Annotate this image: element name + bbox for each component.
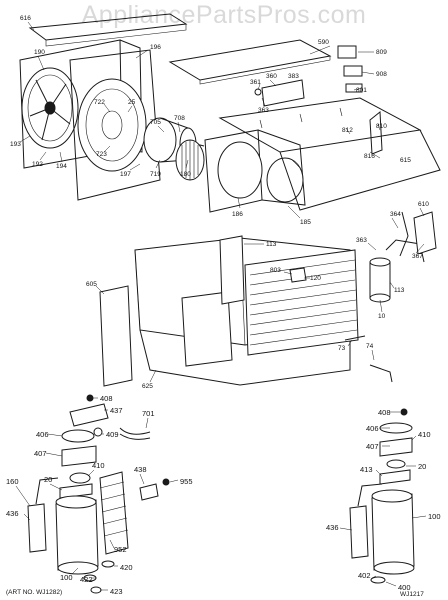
- label-437: 437: [110, 406, 123, 415]
- label-407-left: 407: [34, 449, 47, 458]
- label-952: 952: [114, 545, 127, 554]
- coil-icon: [244, 249, 359, 356]
- capacitor-icon: [369, 211, 437, 303]
- label-610: 610: [418, 201, 429, 208]
- label-408-left: 408: [100, 394, 113, 403]
- label-423: 423: [110, 587, 123, 596]
- label-615: 615: [400, 157, 411, 164]
- label-406-left: 406: [36, 430, 49, 439]
- label-605: 605: [86, 281, 97, 288]
- label-186: 186: [232, 211, 243, 218]
- label-406-right: 406: [366, 424, 379, 433]
- label-723: 723: [96, 151, 107, 158]
- label-73: 73: [338, 345, 346, 352]
- label-190: 190: [34, 49, 45, 56]
- label-409: 409: [106, 430, 119, 439]
- label-420: 420: [120, 563, 133, 572]
- label-816: 816: [364, 153, 375, 160]
- label-590: 590: [318, 39, 329, 46]
- label-10: 10: [378, 313, 386, 320]
- top-panel-616: [28, 13, 188, 47]
- leader-lines: [15, 21, 427, 591]
- art-number-left: (ART NO. WJ1282): [6, 589, 62, 596]
- label-410-right: 410: [418, 430, 431, 439]
- label-193: 193: [10, 141, 21, 148]
- label-809: 809: [376, 49, 387, 56]
- label-20-right: 20: [418, 462, 426, 471]
- partition-panel: [181, 235, 245, 367]
- label-194: 194: [56, 163, 67, 170]
- label-408-right: 408: [378, 408, 391, 417]
- compressor-left-parts: [59, 394, 151, 499]
- label-360: 360: [266, 73, 277, 80]
- label-413: 413: [360, 465, 373, 474]
- label-196: 196: [150, 44, 161, 51]
- condenser-fan-housing: [69, 49, 161, 201]
- label-616: 616: [20, 15, 31, 22]
- label-160: 160: [6, 477, 19, 486]
- watermark: AppliancePartsPros.com: [81, 1, 367, 29]
- compressor-icon: [27, 471, 170, 594]
- label-407-right: 407: [366, 442, 379, 451]
- label-402: 402: [358, 571, 371, 580]
- compressor-icon-right: [349, 483, 415, 584]
- label-25: 25: [128, 99, 136, 106]
- label-113-right: 113: [394, 287, 405, 294]
- label-438: 438: [134, 465, 147, 474]
- label-625: 625: [142, 383, 153, 390]
- compressor-right-parts: [379, 408, 413, 485]
- label-410-left: 410: [92, 461, 105, 470]
- label-436-right: 436: [326, 523, 339, 532]
- label-100-left: 100: [60, 573, 73, 582]
- label-722: 722: [94, 99, 105, 106]
- scroll-housing: [204, 129, 306, 213]
- label-955: 955: [180, 477, 193, 486]
- bracket-803: [289, 267, 307, 283]
- label-192: 192: [32, 161, 43, 168]
- label-185: 185: [300, 219, 311, 226]
- label-708: 708: [174, 115, 185, 122]
- label-197: 197: [120, 171, 131, 178]
- cover-plate-590: [168, 39, 332, 85]
- label-363-top: 363: [258, 107, 269, 114]
- label-74: 74: [366, 343, 374, 350]
- label-113-top: 113: [266, 241, 277, 248]
- label-363-right: 363: [356, 237, 367, 244]
- label-701: 701: [142, 409, 155, 418]
- label-801: 801: [356, 87, 367, 94]
- base-pan: [218, 97, 441, 211]
- label-400: 400: [398, 583, 411, 592]
- label-810: 810: [376, 123, 387, 130]
- label-20-left: 20: [44, 475, 52, 484]
- label-422: 422: [80, 575, 93, 584]
- label-908: 908: [376, 71, 387, 78]
- part-labels: 616 190 196 722 25 193 192 194 723 197 7…: [6, 15, 441, 598]
- fan-blade-icon: [21, 67, 79, 149]
- label-367: 367: [412, 253, 423, 260]
- label-719: 719: [150, 171, 161, 178]
- label-803: 803: [270, 267, 281, 274]
- art-number-right: WJ1217: [400, 591, 424, 598]
- label-361: 361: [250, 79, 261, 86]
- side-panel-605: [99, 285, 133, 387]
- label-436-left: 436: [6, 509, 19, 518]
- label-705: 705: [150, 119, 161, 126]
- label-364: 364: [390, 211, 401, 218]
- thermostat-73-74: [344, 335, 393, 383]
- label-120: 120: [310, 275, 321, 282]
- label-180: 180: [180, 171, 191, 178]
- label-100-right: 100: [428, 512, 441, 521]
- label-383: 383: [288, 73, 299, 80]
- label-812: 812: [342, 127, 353, 134]
- blower-wheel-icon: [175, 139, 205, 181]
